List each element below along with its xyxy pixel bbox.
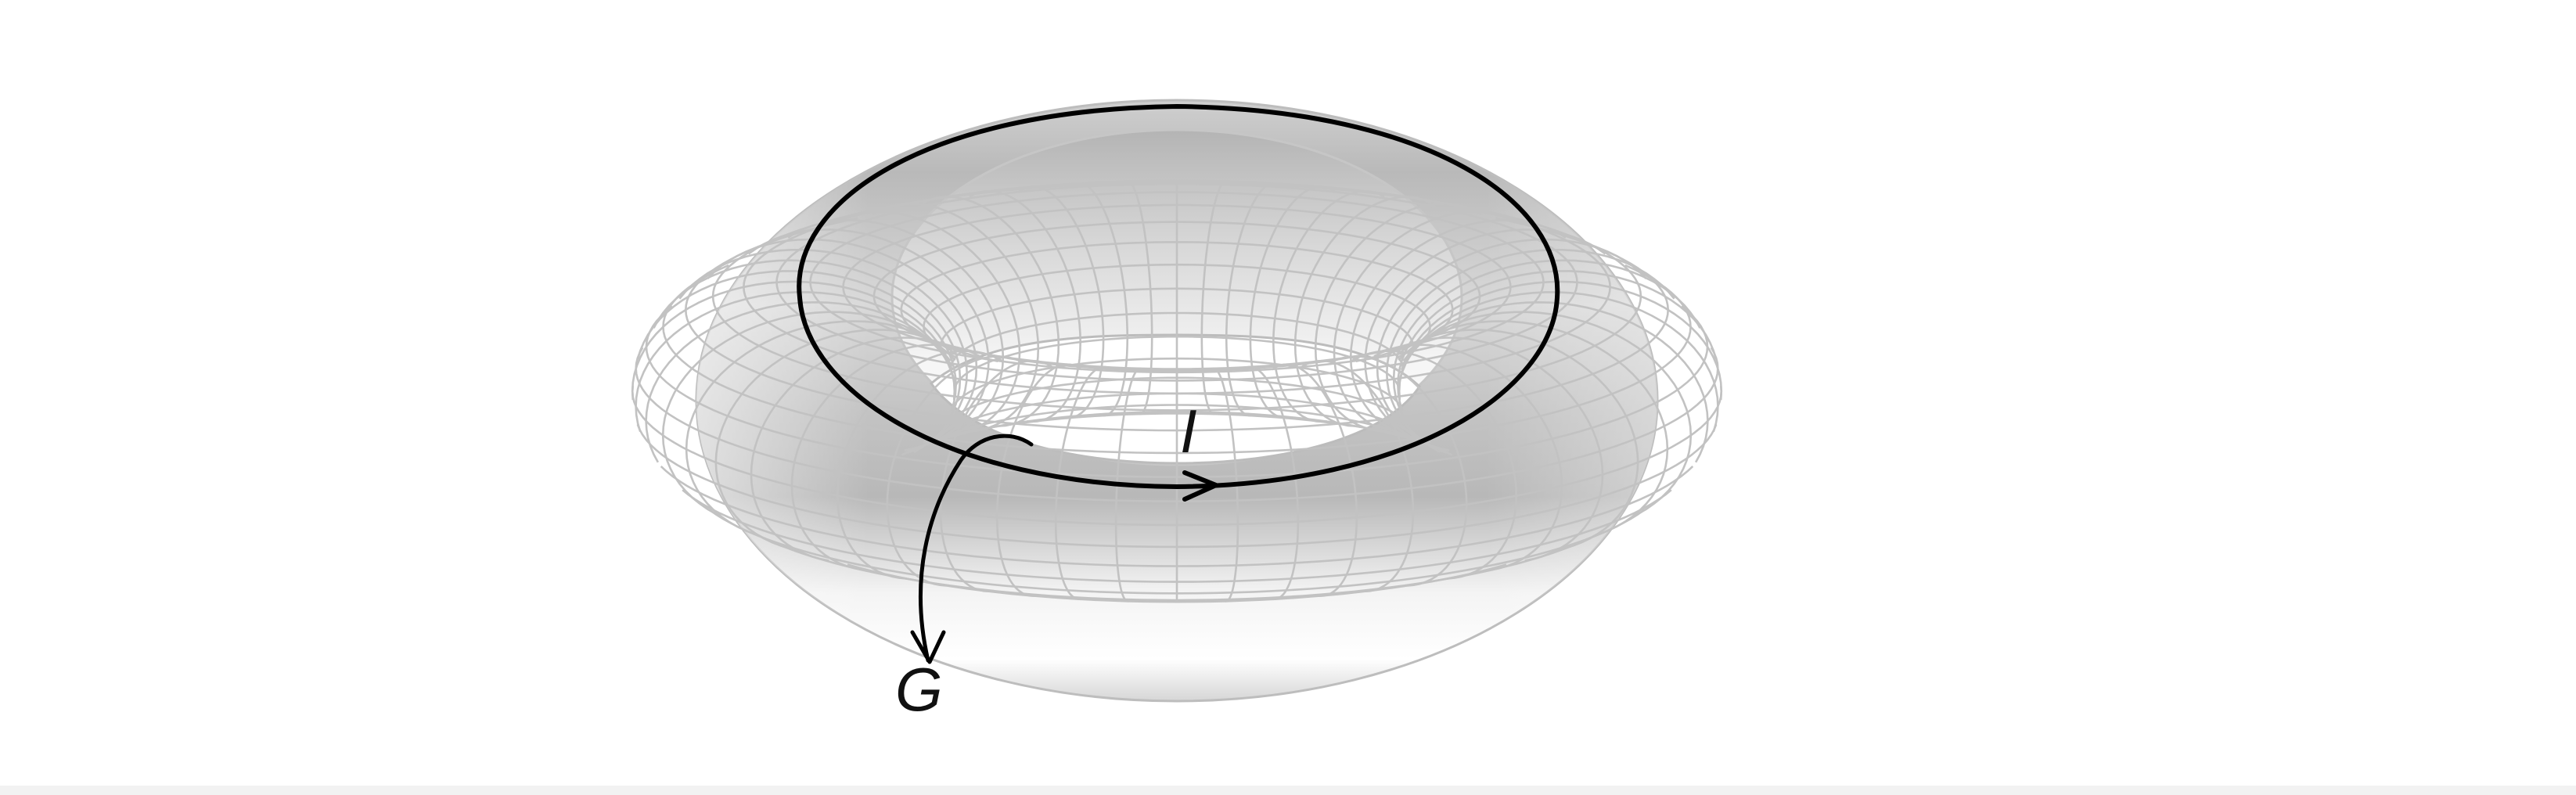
torus-mesh (631, 179, 1723, 603)
mesh-latitude-line (923, 412, 1431, 444)
mesh-latitude-line (755, 533, 1599, 602)
mesh-latitude-line (645, 305, 1709, 478)
rotation-arrow-G (910, 433, 1034, 664)
mesh-meridian-line (1124, 180, 1153, 415)
label-G: G (895, 655, 943, 724)
mesh-meridian-line (1072, 182, 1129, 417)
mesh-latitude-line (631, 386, 1723, 527)
mesh-latitude-line (923, 263, 1431, 358)
mesh-meridian-line (787, 219, 1005, 444)
mesh-meridian-line (922, 196, 1060, 427)
mesh-meridian-line (1293, 196, 1432, 427)
mesh-meridian-line (1249, 185, 1336, 419)
mesh-latitude-line (950, 357, 1404, 411)
mesh-latitude-line (914, 404, 1440, 453)
label-I: I (1180, 397, 1197, 466)
mesh-meridian-line (1200, 180, 1230, 415)
mesh-latitude-line (662, 264, 1692, 455)
mesh-latitude-line (682, 489, 1672, 583)
mesh-latitude-line (636, 423, 1718, 549)
mesh-meridian-line (1018, 185, 1105, 419)
mesh-latitude-line (709, 509, 1645, 595)
mesh-meridian-line (1225, 182, 1282, 417)
mesh-latitude-line (953, 335, 1401, 394)
mesh-latitude-line (872, 221, 1481, 372)
mesh-latitude-line (932, 392, 1422, 440)
mesh-latitude-line (939, 287, 1415, 366)
loop-curve-I (797, 103, 1560, 490)
mesh-latitude-line (949, 311, 1404, 378)
loop-arrow-icon (1182, 470, 1218, 502)
mesh-latitude-line (635, 347, 1719, 503)
mesh-latitude-line (660, 465, 1694, 567)
mesh-latitude-line (900, 241, 1454, 362)
mesh-latitude-line (946, 376, 1408, 423)
mesh-meridian-line (1349, 219, 1567, 444)
